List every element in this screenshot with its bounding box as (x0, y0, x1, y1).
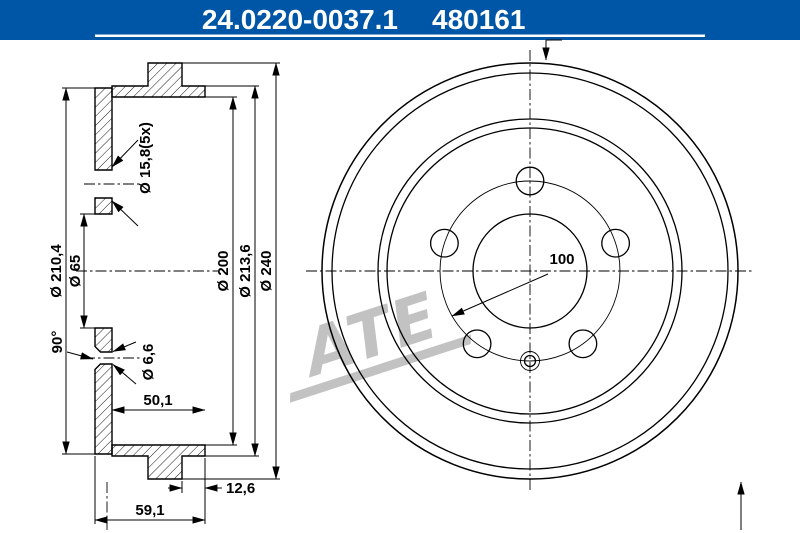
outer-rim-circle (321, 62, 739, 480)
dim-label-locating-hole: Ø 6,6 (140, 344, 157, 381)
dim-label-countersink-angle: 90° (49, 331, 66, 354)
section-shell-lower (111, 444, 206, 480)
dim-rim-offset: 12,6 (168, 480, 255, 497)
dim-label-rim-outer: Ø 240 (258, 251, 275, 292)
dim-center-bore: Ø 65 (67, 213, 95, 329)
section-shell-upper (111, 62, 206, 98)
front-view: 100 (306, 39, 754, 530)
locating-hole-bore (523, 354, 537, 368)
dim-inner-depth: 50,1 (111, 392, 206, 414)
locating-hole (520, 351, 540, 371)
dim-rim-outer: Ø 240 (182, 62, 280, 480)
watermark-bar (289, 334, 471, 403)
bolt-circle (439, 180, 621, 362)
dim-bolt-circle: 100 (451, 251, 575, 317)
bolt-hole (601, 228, 631, 258)
section-flange-lower-a (94, 327, 113, 353)
dim-shell-outer: Ø 213,6 (205, 85, 259, 457)
bolt-hole (429, 228, 459, 258)
dim-locating-hole: Ø 6,6 (112, 341, 157, 385)
reference-number: 480161 (432, 4, 525, 35)
section-flange-upper-b (94, 197, 113, 215)
part-number: 24.0220-0037.1 (202, 4, 398, 35)
dim-total-depth: 59,1 (94, 456, 206, 524)
header-underline (95, 34, 705, 37)
dim-label-flange-outer-dia: Ø 210,4 (48, 244, 65, 298)
section-flange-upper-a (94, 87, 113, 171)
section-view: Ø 210,4 Ø 65 Ø 15,8(5x) 90° Ø 6,6 (48, 62, 280, 530)
bolt-hole (515, 166, 545, 196)
header-bar: 24.0220-0037.1 480161 (0, 0, 800, 40)
wheel-bolt-holes (429, 166, 631, 359)
top-dimension-arrow (542, 39, 562, 61)
dim-flange-outer-dia: Ø 210,4 (48, 87, 95, 455)
flange-step-circle (386, 127, 674, 415)
ate-watermark-logo: ATE (289, 279, 471, 403)
center-bore-circle (472, 213, 588, 329)
dim-label-inner-depth: 50,1 (143, 392, 172, 409)
section-flange-lower-b (94, 363, 113, 455)
dim-braking-surface: Ø 200 (205, 96, 237, 446)
dim-label-wheel-bolt-holes: Ø 15,8(5x) (137, 122, 154, 194)
bolt-hole (568, 329, 598, 359)
dim-label-shell-outer: Ø 213,6 (237, 244, 254, 297)
dim-label-rim-offset: 12,6 (226, 480, 255, 497)
header-background (0, 0, 800, 40)
bolt-hole (462, 329, 492, 359)
dim-wheel-bolt-holes: Ø 15,8(5x) (111, 122, 154, 227)
section-geometry (94, 62, 206, 480)
dim-countersink-angle: 90° (49, 331, 94, 360)
shell-circle (331, 72, 729, 470)
locating-hole-countersink (520, 351, 540, 371)
braking-edge-circle (377, 118, 683, 424)
dim-label-braking-surface: Ø 200 (215, 251, 232, 292)
dim-label-total-depth: 59,1 (135, 502, 164, 519)
dim-label-bolt-circle: 100 (549, 251, 574, 268)
dim-label-center-bore: Ø 65 (67, 255, 84, 288)
